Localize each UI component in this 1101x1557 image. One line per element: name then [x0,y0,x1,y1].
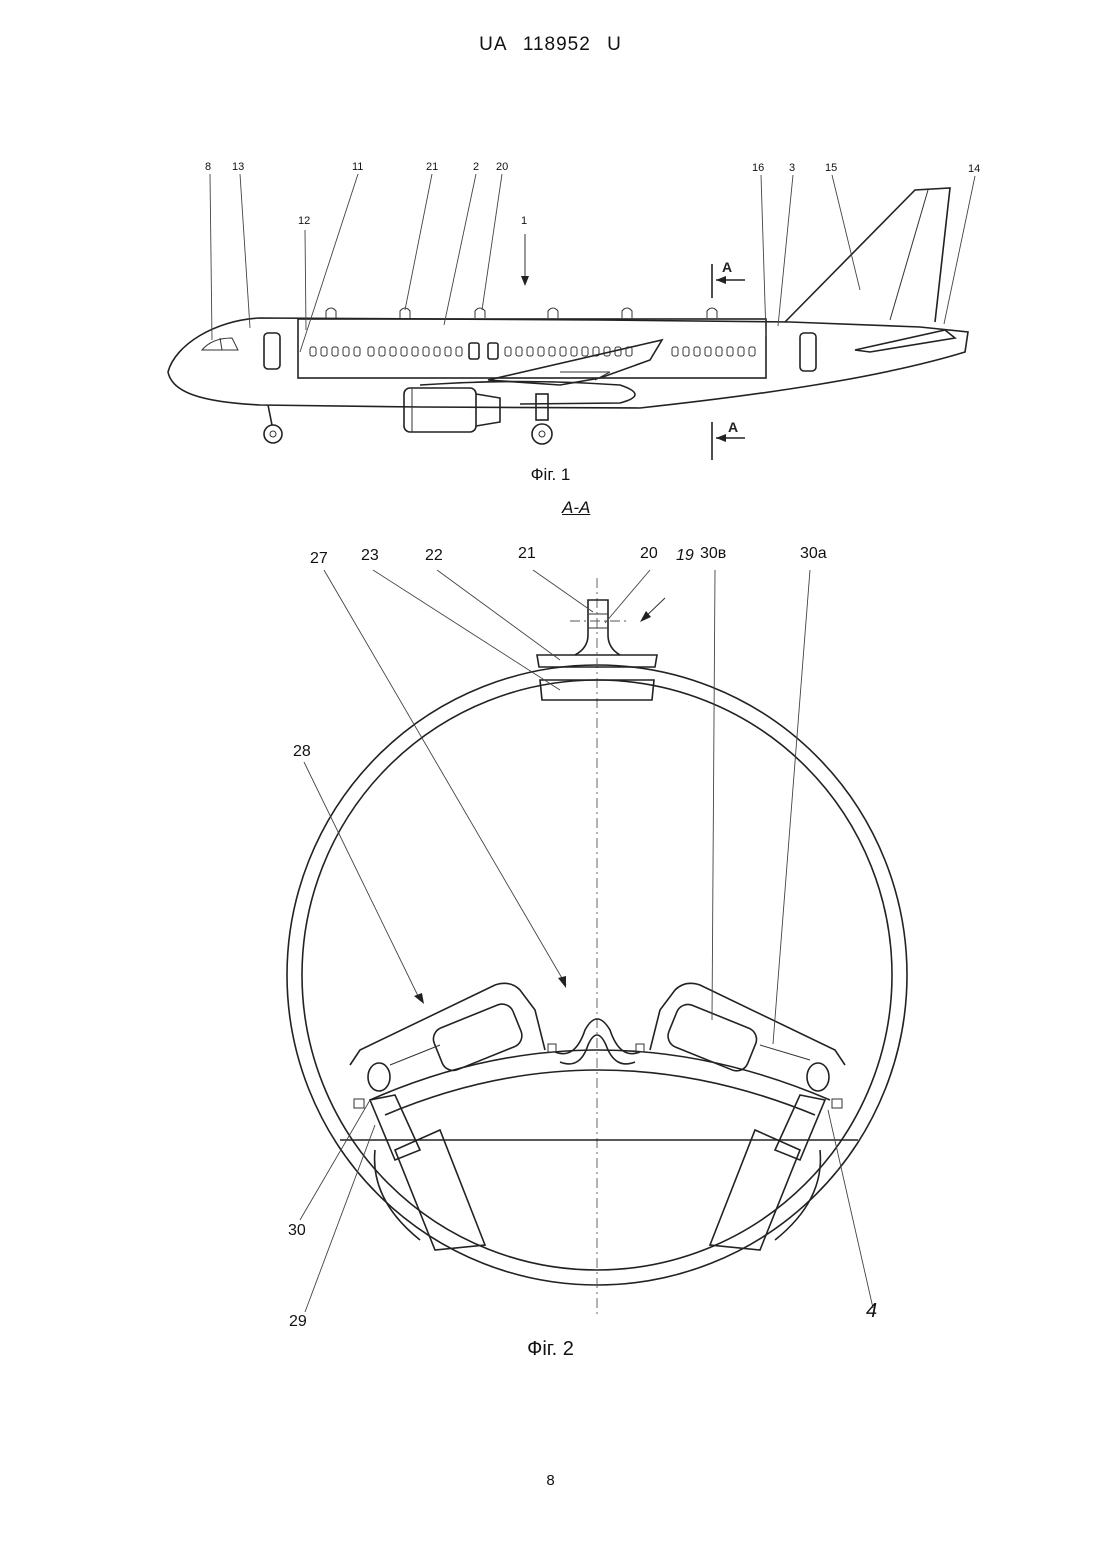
label-22: 22 [425,547,443,565]
label-30: 30 [288,1222,306,1240]
label-23: 23 [361,547,379,565]
label-27: 27 [310,550,328,568]
label-21: 21 [518,545,536,563]
label-30a: 30a [800,545,827,563]
figure-2-caption: Фіг. 2 [0,1338,1101,1361]
label-4: 4 [866,1300,877,1323]
label-30b: 30в [700,545,726,563]
label-28: 28 [293,743,311,761]
label-20: 20 [640,545,658,563]
label-29: 29 [289,1313,307,1331]
label-19: 19 [676,547,694,565]
page-number: 8 [0,1472,1101,1489]
